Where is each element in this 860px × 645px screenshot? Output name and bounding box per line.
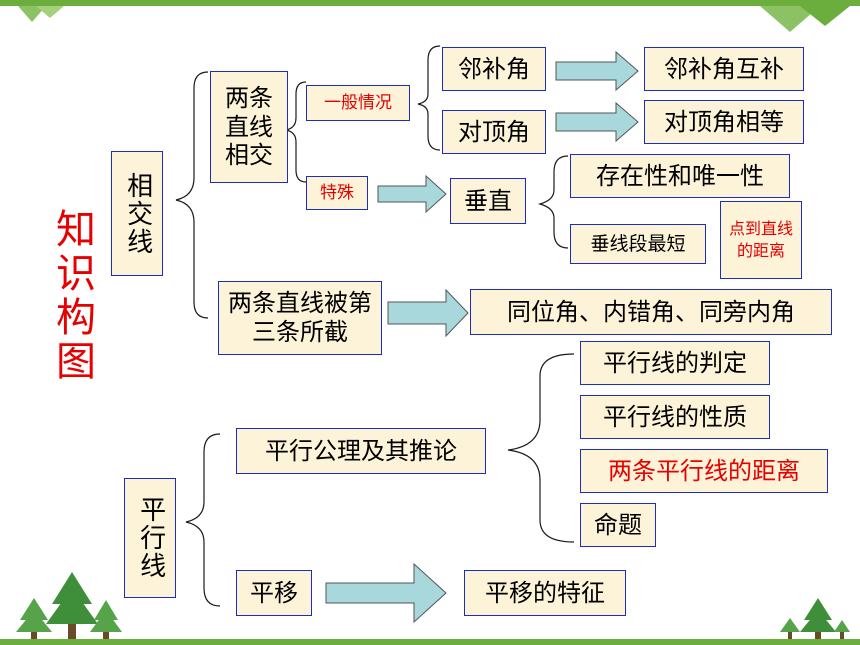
top-right-leaf-icon (800, 6, 850, 26)
top-right-leaf-icon (760, 6, 820, 32)
tree-icon (90, 600, 122, 639)
node-mingti: 命题 (580, 503, 656, 547)
brace-xiangjiao (175, 71, 209, 319)
tree-icon (46, 572, 98, 639)
node-cunzai: 存在性和唯一性 (570, 154, 790, 198)
node-gongli: 平行公理及其推论 (236, 428, 486, 474)
tree-icon (800, 598, 836, 639)
brace-chuizhi (537, 155, 569, 249)
arrow-sanxian (387, 288, 469, 338)
diagram-title: 知识构图 (49, 208, 95, 384)
node-yiban: 一般情况 (306, 85, 410, 121)
node-xiangjiao: 相交线 (111, 151, 163, 276)
node-pingxing: 平行线 (124, 478, 176, 598)
node-sanxian: 两条直线被第三条所截 (218, 281, 382, 355)
node-pingyi: 平移 (236, 570, 312, 616)
brace-xiangjiao-split (285, 81, 307, 183)
node-duidingjiao: 对顶角 (442, 110, 546, 154)
node-xingzhi: 平行线的性质 (580, 395, 770, 439)
top-left-leaf-icon (18, 6, 46, 22)
brace-yiban (417, 45, 441, 151)
node-chuixianduan: 垂线段最短 (570, 224, 706, 264)
tree-icon (834, 620, 850, 639)
node-pingyi-tezheng: 平移的特征 (464, 570, 626, 616)
node-tongwei: 同位角、内错角、同旁内角 (470, 289, 832, 335)
bottom-bar (0, 639, 860, 645)
node-liangtiao-xiangjiao: 两条直线相交 (210, 71, 288, 183)
brace-gongli (507, 353, 575, 543)
arrow-linbujiao (555, 50, 639, 92)
arrow-teshu (377, 174, 447, 214)
node-juli: 两条平行线的距离 (580, 449, 828, 493)
brace-pingxing (185, 433, 221, 607)
node-chuizhi: 垂直 (450, 178, 526, 224)
node-duidingjiao-xiangdeng: 对顶角相等 (644, 100, 804, 144)
node-teshu: 特殊 (306, 176, 368, 210)
node-dian-dao-zhixian: 点到直线的距离 (720, 201, 802, 279)
node-linbujiao: 邻补角 (442, 47, 546, 91)
node-linbujiao-hubu: 邻补角互补 (644, 47, 804, 91)
tree-icon (16, 598, 52, 639)
node-panding: 平行线的判定 (580, 341, 770, 385)
arrow-pingyi (325, 562, 447, 624)
top-left-leaf-icon (36, 6, 64, 18)
arrow-duidingjiao (555, 101, 639, 143)
top-bar (0, 0, 860, 6)
tree-icon (780, 618, 800, 639)
